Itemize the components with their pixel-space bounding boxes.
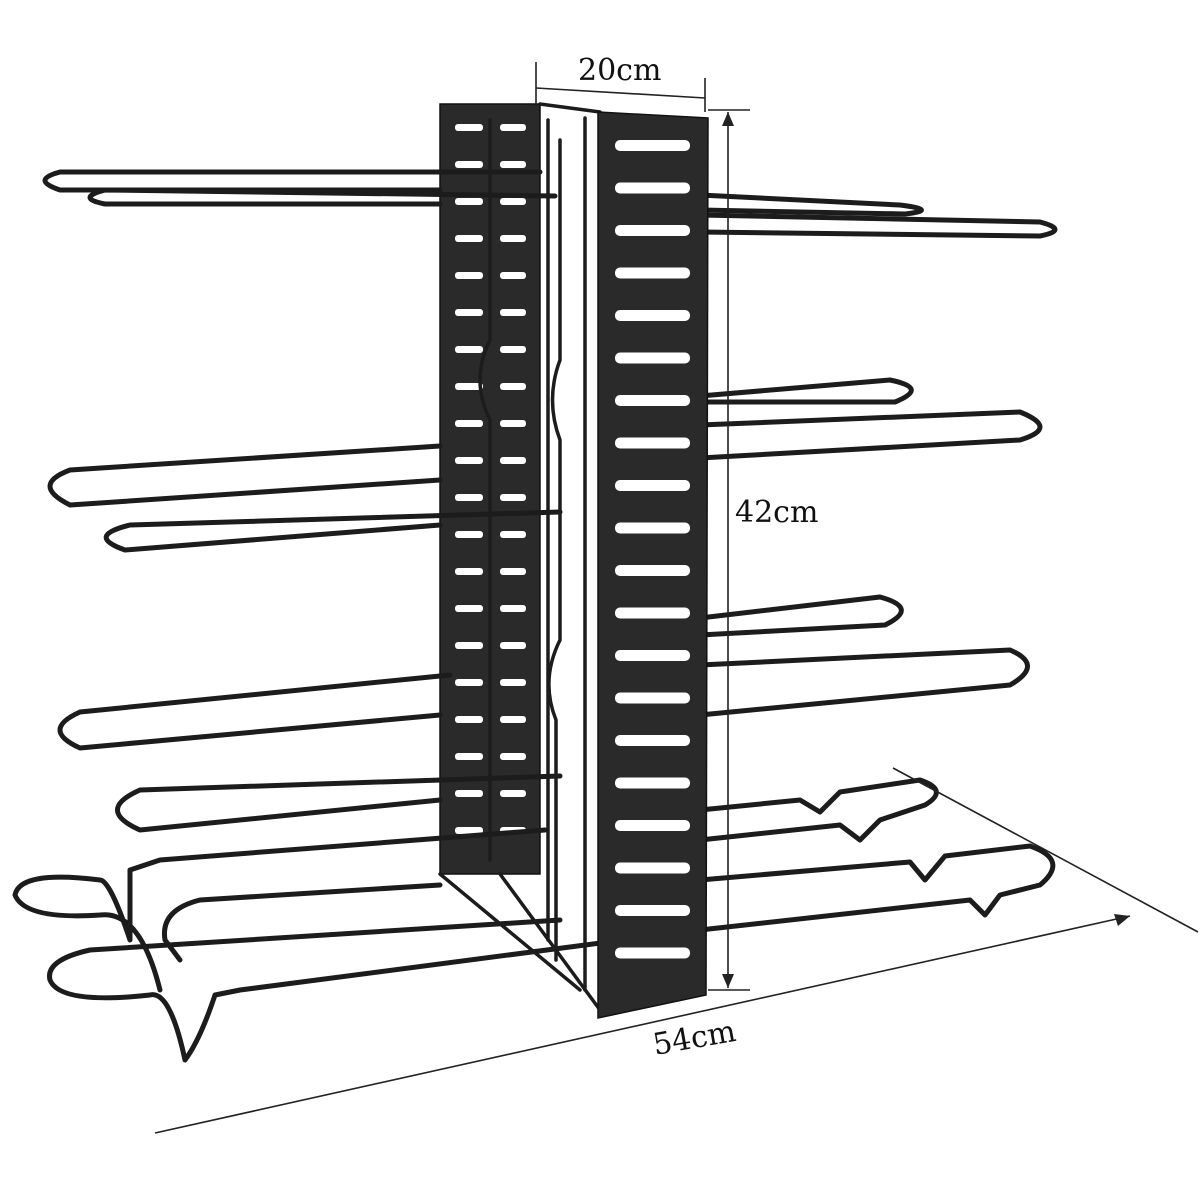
panel-slot [455,420,483,427]
panel-slot [455,716,483,723]
panel-slot [615,735,690,746]
panel-slot [455,753,483,760]
panel-slot [455,605,483,612]
panel-slot [455,790,483,797]
panel-slot [500,309,526,316]
panel-slot [455,198,483,205]
panel-slot [500,383,526,390]
panel-slot [615,777,690,789]
panel-slot [500,494,526,501]
panel-slot [455,642,483,649]
width-dimension: 20cm [535,53,706,112]
frame-rods [438,102,602,1012]
panel-slot [455,531,483,538]
panel-slot [455,679,483,686]
panel-slot [455,494,483,501]
panel-slot [500,235,526,242]
width-label: 20cm [578,53,661,88]
panel-slot [455,827,483,834]
panel-slot [455,272,483,279]
panel-slot [615,352,690,364]
panel-slot [615,650,690,661]
panel-slot [455,457,483,464]
panel-slot [500,531,526,538]
right-arms [697,192,1058,933]
left-arms [12,169,703,1063]
panel-slot [455,161,483,168]
panel-slot [500,161,526,168]
panel-slot [500,346,526,353]
panel-slot [500,642,526,649]
panel-slot [500,605,526,612]
panel-slot [455,383,483,390]
panel-slot [500,124,526,131]
panel-slot [615,820,690,831]
panel-slot [455,568,483,575]
panel-slot [615,182,690,194]
panel-slot [615,692,690,704]
panel-slot [500,716,526,723]
panel-slot [455,235,483,242]
panel-slot [500,420,526,427]
panel-slot [615,267,690,279]
panel-slot [615,140,690,151]
panel-slot [615,947,690,959]
panel-slot [500,272,526,279]
panel-slot [455,346,483,353]
panel-slot [615,225,690,236]
height-label: 42cm [735,495,818,530]
panel-slot [615,437,690,449]
length-label: 54cm [650,1014,738,1063]
panel-slot [500,568,526,575]
panel-slot [615,862,690,874]
panel-slot [500,790,526,797]
panel-slot [500,457,526,464]
panel-slot [455,309,483,316]
panel-slot [615,522,690,534]
panel-slot [615,310,690,321]
panel-slot [615,395,690,406]
panel-slot [500,198,526,205]
panel-slot [455,124,483,131]
panel-slot [615,905,690,916]
panel-slot [615,480,690,491]
front-panel [597,111,709,1019]
panel-slot [615,607,690,619]
panel-slot [615,565,690,576]
panel-slot [500,679,526,686]
panel-slot [500,753,526,760]
height-dimension: 42cm [708,109,818,991]
